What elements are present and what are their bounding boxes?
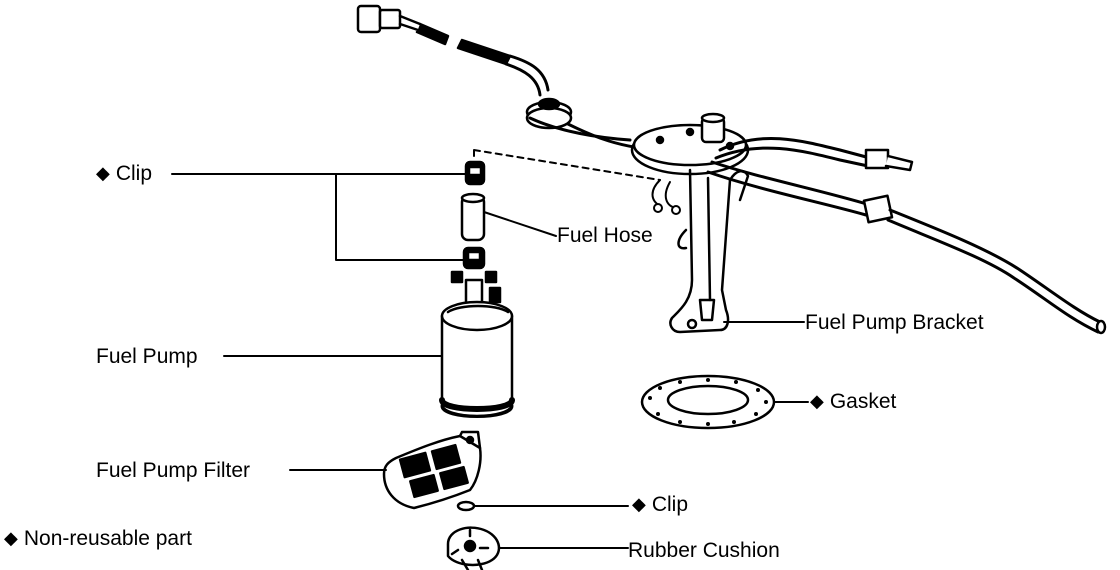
clip-top-label: Clip [115, 162, 153, 185]
harness-connector [356, 4, 550, 97]
fuel-pump-body [439, 300, 515, 418]
bracket-plate [630, 112, 750, 176]
label-fuel-pump-filter: Fuel Pump Filter [96, 459, 251, 482]
bracket-arms [669, 168, 750, 334]
diamond-icon: ◆ [4, 528, 18, 548]
rubber-cushion-part [446, 526, 501, 570]
outlet-pipe [706, 160, 1107, 335]
clip-top-part [464, 160, 486, 186]
non-reusable-marker-icon: ◆ [96, 163, 110, 183]
clip-lower-part [462, 246, 486, 270]
label-rubber-cushion: Rubber Cushion [628, 539, 780, 562]
label-clip-bottom: ◆Clip [632, 494, 688, 515]
label-clip-top: ◆Clip [96, 163, 152, 184]
return-pipe [714, 136, 914, 172]
label-gasket: ◆Gasket [810, 391, 896, 412]
pump-fittings [450, 270, 502, 306]
gasket-part [640, 374, 776, 430]
label-fuel-pump: Fuel Pump [96, 345, 198, 368]
gasket-label: Gasket [829, 390, 897, 413]
clip-bottom-label: Clip [651, 493, 689, 516]
clip-bottom-part [456, 500, 476, 512]
fuel-hose-part [460, 192, 486, 242]
label-fuel-hose: Fuel Hose [557, 224, 653, 247]
label-fuel-pump-bracket: Fuel Pump Bracket [805, 311, 984, 334]
non-reusable-marker-icon: ◆ [632, 494, 646, 514]
legend-text: Non-reusable part [23, 527, 192, 550]
leader-lines [171, 173, 809, 549]
legend-non-reusable: ◆Non-reusable part [4, 528, 192, 549]
bracket-wires [651, 179, 681, 215]
non-reusable-marker-icon: ◆ [810, 391, 824, 411]
fuel-pump-filter-part [382, 430, 482, 510]
alignment-line [473, 149, 661, 181]
grommet [525, 97, 642, 150]
